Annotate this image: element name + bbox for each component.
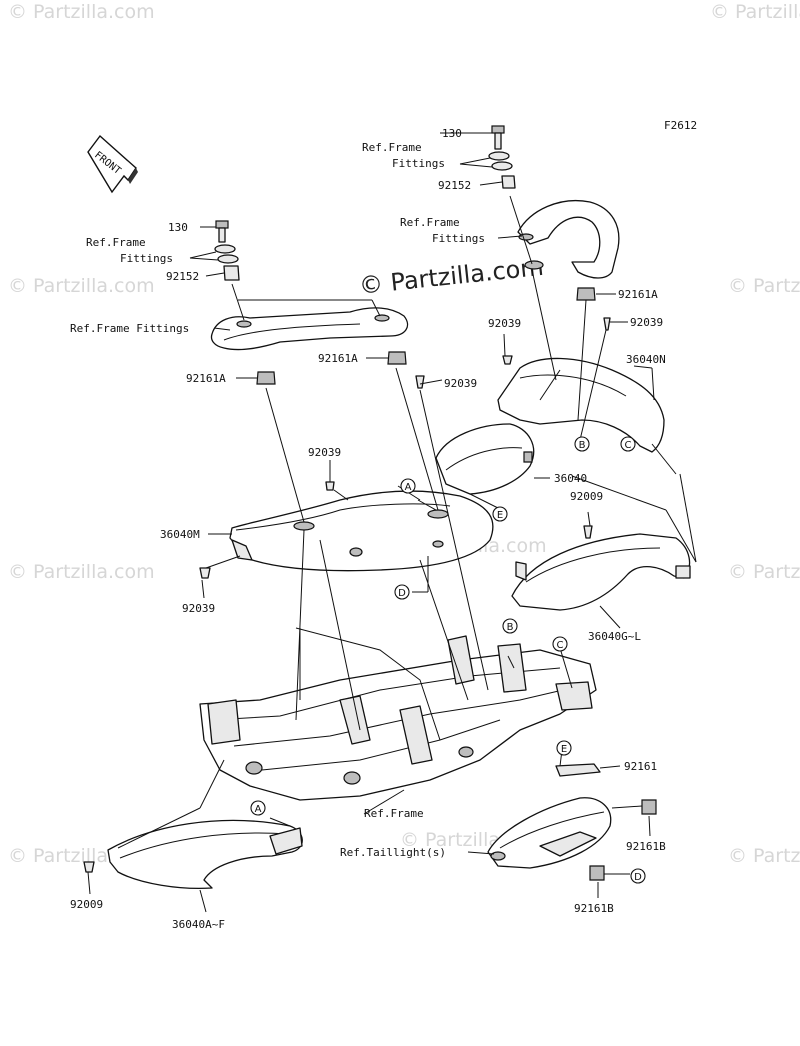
callout-a-upper: A (400, 478, 416, 494)
label-92009-left: 92009 (70, 898, 103, 911)
callout-e-lower: E (556, 740, 572, 756)
callouts: A A B B C C D D E E (250, 436, 646, 884)
clip-92039-center (325, 481, 335, 491)
callout-b-lower: B (502, 618, 518, 634)
label-92161a-right: 92161A (618, 288, 658, 301)
watermark-tile: © Partzilla.com (8, 275, 155, 297)
watermark-tile: © Partzilla.com (728, 845, 800, 867)
callout-c-lower: C (552, 636, 568, 652)
label-ref-frame-fittings-long: Ref.Frame Fittings (70, 322, 189, 335)
seat-cowl-36040m (199, 481, 494, 579)
right-grab-rail (517, 200, 620, 279)
grommet-right-top (524, 260, 544, 270)
callout-a-lower: A (250, 800, 266, 816)
label-ref-taillight: Ref.Taillight(s) (340, 846, 446, 859)
callout-d-lower: D (630, 868, 646, 884)
watermark-tile: © Partzilla.com (8, 561, 155, 583)
label-ref-frame-fittings-mid-1: Ref.Frame (400, 216, 460, 229)
watermark-tile: © Partzilla.com (728, 561, 800, 583)
label-36040: 36040 (554, 472, 587, 485)
label-92161: 92161 (624, 760, 657, 773)
lower-cover-36040a-f (83, 819, 303, 890)
label-92039-mid: 92039 (444, 377, 477, 390)
svg-text:E: E (497, 510, 503, 521)
callout-c-upper: C (620, 436, 636, 452)
label-92161b-bottom: 92161B (574, 902, 614, 915)
grommet-92161b-right (641, 799, 657, 815)
svg-text:D: D (398, 588, 406, 599)
center-cover-36040 (435, 423, 535, 495)
watermark-tile: © Partzilla.com (8, 1, 155, 23)
label-92039-center: 92039 (308, 446, 341, 459)
label-36040g-l: 36040G~L (588, 630, 641, 643)
callout-b-upper: B (574, 436, 590, 452)
washer-top-1 (488, 151, 510, 161)
label-92152-top: 92152 (438, 179, 471, 192)
collar-92152-left (223, 265, 240, 281)
clip-92039-rt (502, 355, 513, 365)
grommet-92161a-center (387, 351, 407, 365)
label-130-left: 130 (168, 221, 188, 234)
left-grab-rail-assembly (210, 220, 425, 389)
label-ref-frame-fittings-left-1: Ref.Frame (86, 236, 146, 249)
collar-92152-top (501, 175, 516, 189)
side-cover-36040g-l (511, 525, 691, 611)
watermark-tile: © Partzilla.com (728, 275, 800, 297)
label-ref-frame: Ref.Frame (364, 807, 424, 820)
label-92161b-right: 92161B (626, 840, 666, 853)
callout-d-upper: D (394, 584, 410, 600)
svg-text:A: A (405, 482, 412, 493)
left-grab-rail (210, 307, 409, 351)
watermark-tile: © Partzilla.com (710, 1, 800, 23)
clip-92039-bottomleft (199, 567, 211, 579)
label-36040n: 36040N (626, 353, 666, 366)
bracket-92161 (555, 763, 601, 777)
label-36040a-f: 36040A~F (172, 918, 225, 931)
grommet-92161a-right (576, 287, 596, 301)
label-92039-bottomleft: 92039 (182, 602, 215, 615)
label-ref-frame-fittings-mid-2: Fittings (432, 232, 485, 245)
label-92161a-left: 92161A (186, 372, 226, 385)
right-tail-cover-36040n (497, 357, 665, 453)
label-ref-frame-fittings-top-1: Ref.Frame (362, 141, 422, 154)
svg-text:B: B (579, 440, 586, 451)
label-92009-right: 92009 (570, 490, 603, 503)
leader-lines (87, 132, 697, 913)
clip-92009-right (583, 525, 593, 539)
callout-e-upper: E (492, 506, 508, 522)
grommet-92161b-bottom (589, 865, 605, 881)
front-arrow-icon: FRONT (87, 134, 138, 194)
svg-text:E: E (561, 744, 567, 755)
label-130-top: 130 (442, 127, 462, 140)
washer-top-2 (491, 161, 513, 171)
right-grab-rail-assembly (488, 125, 665, 453)
watermark-main: © Partzilla.com (358, 253, 545, 300)
label-92039-rt2: 92039 (630, 316, 663, 329)
svg-text:C: C (625, 440, 632, 451)
label-ref-frame-fittings-top-2: Fittings (392, 157, 445, 170)
clip-92039-mid (415, 375, 425, 389)
washer-left-2 (217, 254, 239, 264)
label-ref-frame-fittings-left-2: Fittings (120, 252, 173, 265)
washer-left-1 (214, 244, 236, 254)
label-36040m: 36040M (160, 528, 200, 541)
grommet-92161a-left (256, 371, 276, 385)
svg-text:B: B (507, 622, 514, 633)
rear-frame (199, 627, 597, 801)
figure-code: F2612 (664, 119, 697, 132)
taillight-assembly (487, 763, 657, 881)
label-92161a-center: 92161A (318, 352, 358, 365)
clip-92009-left (83, 861, 95, 873)
clip-92039-right (603, 317, 611, 331)
bolt-130-top (491, 125, 505, 150)
label-92152-left: 92152 (166, 270, 199, 283)
svg-text:D: D (634, 872, 642, 883)
label-92039-rt1: 92039 (488, 317, 521, 330)
bolt-130-left (215, 220, 229, 243)
svg-text:C: C (557, 640, 564, 651)
svg-text:A: A (255, 804, 262, 815)
part-labels: 130 Ref.Frame Fittings 92152 Ref.Frame F… (70, 127, 666, 931)
